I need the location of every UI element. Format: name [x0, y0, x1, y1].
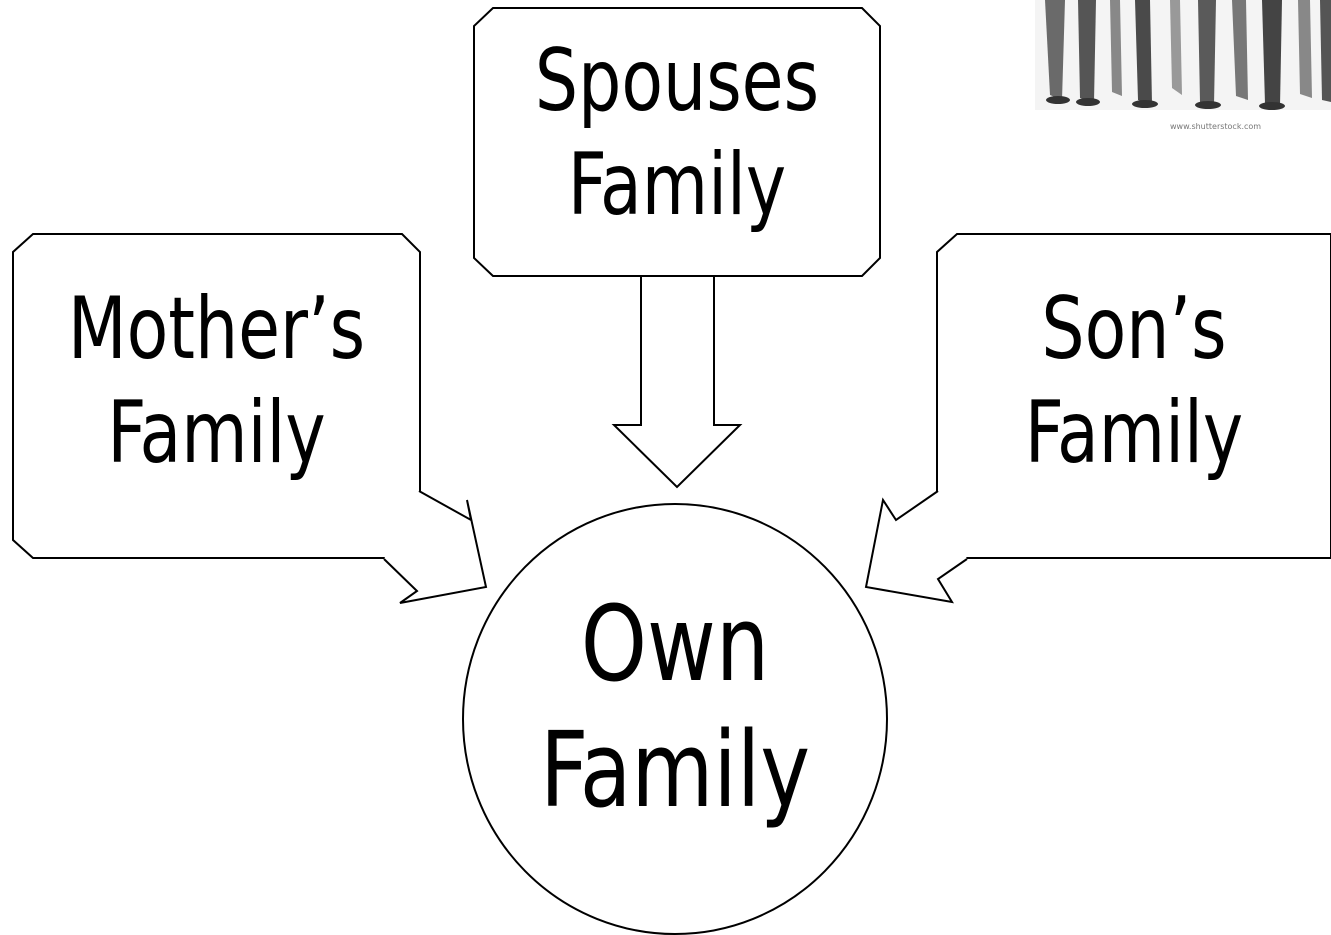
own-line2: Family: [539, 709, 811, 831]
family-photo-fragment: [1035, 0, 1331, 110]
own-line1: Own: [580, 583, 770, 705]
arrow-mothers-to-own: [383, 490, 488, 604]
mothers-line1: Mother’s: [67, 279, 366, 379]
photo-credit: www.shutterstock.com: [1170, 122, 1262, 131]
sons-line1: Son’s: [1041, 279, 1227, 379]
spouses-line2: Family: [567, 135, 787, 235]
spouses-line1: Spouses: [534, 31, 820, 131]
arrow-spouses-to-own: [611, 275, 743, 489]
sons-line2: Family: [1024, 383, 1244, 483]
mothers-line2: Family: [107, 383, 326, 483]
arrow-sons-to-own: [864, 490, 968, 604]
own-family-circle: [462, 503, 888, 935]
spouses-family-box: [473, 7, 881, 277]
